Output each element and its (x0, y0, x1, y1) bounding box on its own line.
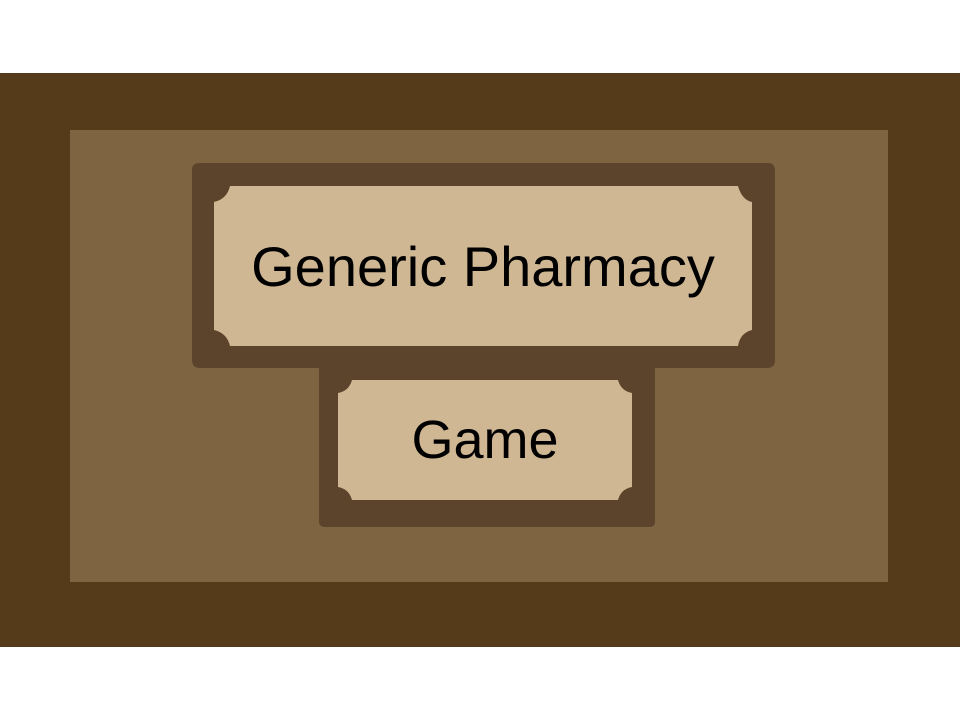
sign-face-bottom (338, 380, 632, 500)
game-title-line-2: Game (411, 410, 559, 470)
game-title-line-1: Generic Pharmacy (251, 234, 715, 298)
sign-face-top (214, 186, 752, 346)
